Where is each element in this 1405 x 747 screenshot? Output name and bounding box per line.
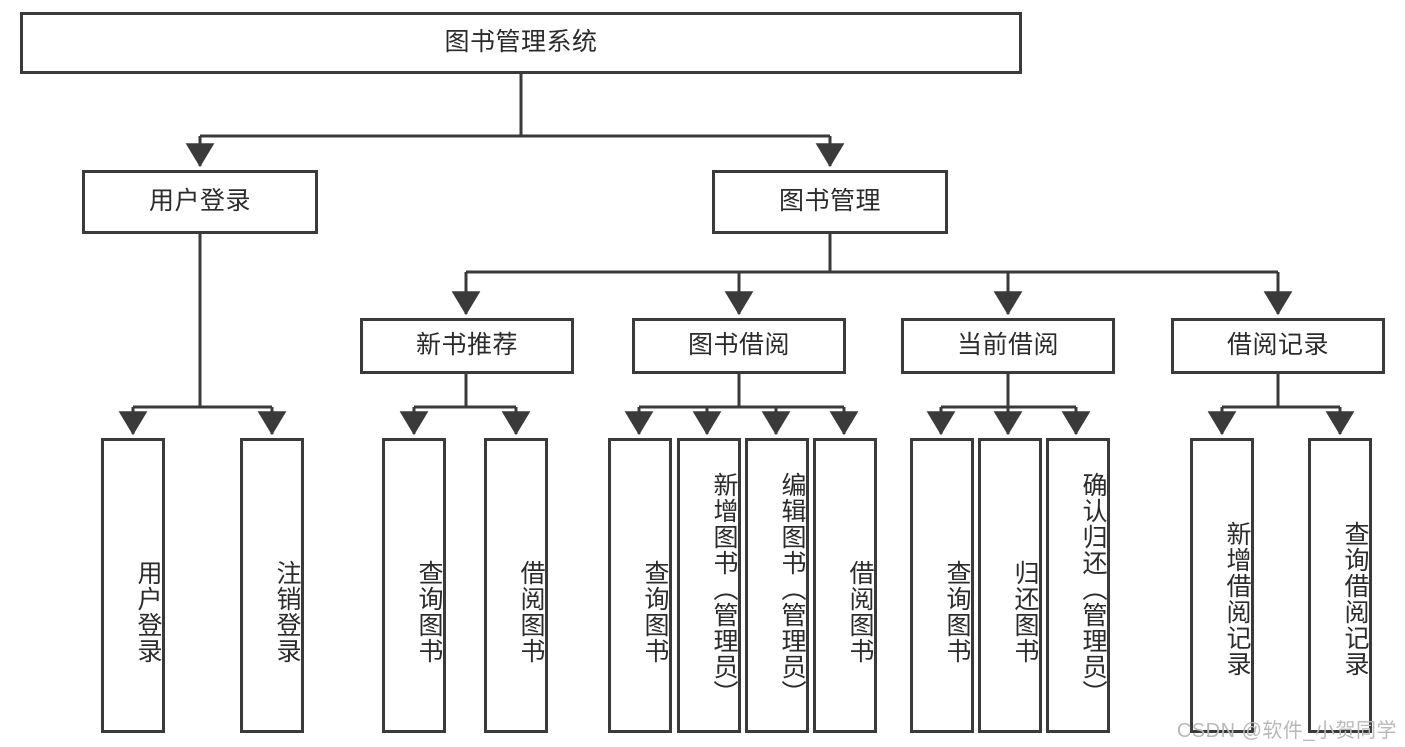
leaf-confirm-return[interactable]: 确认归还（管理员） [1046,438,1110,733]
node-label: 查询图书 [943,559,971,664]
node-label: 新增借阅记录 [1223,520,1251,677]
csdn-watermark: CSDN @软件_小贺同学 [1176,720,1397,742]
leaf-add-book[interactable]: 新增图书（管理员） [677,438,741,733]
node-new-book-recommend[interactable]: 新书推荐 [360,318,574,374]
node-label: 确认归还（管理员） [1079,471,1107,706]
leaf-borrow-book-2[interactable]: 借阅图书 [813,438,877,733]
leaf-add-borrow-record[interactable]: 新增借阅记录 [1190,438,1254,733]
node-label: 借阅图书 [846,559,874,664]
node-label: 新增图书（管理员） [710,471,738,706]
leaf-query-book-2[interactable]: 查询图书 [608,438,672,733]
leaf-borrow-book-1[interactable]: 借阅图书 [484,438,548,733]
leaf-user-login[interactable]: 用户登录 [101,438,165,733]
node-label: 借阅图书 [517,559,545,664]
leaf-query-book-3[interactable]: 查询图书 [910,438,974,733]
node-book-management[interactable]: 图书管理 [712,170,948,234]
node-label: 查询图书 [641,559,669,664]
node-label: 图书管理 [778,187,881,216]
node-label: 归还图书 [1011,559,1039,664]
leaf-query-book-1[interactable]: 查询图书 [382,438,446,733]
node-label: 查询图书 [415,559,443,664]
node-label: 当前借阅 [956,331,1059,360]
node-label: 注销登录 [273,559,301,664]
node-book-borrow[interactable]: 图书借阅 [632,318,846,374]
leaf-logout[interactable]: 注销登录 [240,438,304,733]
node-label: 编辑图书（管理员） [778,471,806,706]
node-label: 用户登录 [134,559,162,664]
node-borrow-record[interactable]: 借阅记录 [1171,318,1385,374]
node-label: 查询借阅记录 [1341,520,1369,677]
node-current-borrow[interactable]: 当前借阅 [901,318,1115,374]
node-label: 用户登录 [148,187,251,216]
node-label: 图书管理系统 [444,28,598,57]
leaf-return-book[interactable]: 归还图书 [978,438,1042,733]
node-root-book-management-system[interactable]: 图书管理系统 [20,12,1022,74]
leaf-query-borrow-record[interactable]: 查询借阅记录 [1308,438,1372,733]
leaf-edit-book[interactable]: 编辑图书（管理员） [745,438,809,733]
node-label: 图书借阅 [687,331,790,360]
node-label: 新书推荐 [415,331,518,360]
node-label: 借阅记录 [1226,331,1329,360]
node-user-login[interactable]: 用户登录 [82,170,318,234]
